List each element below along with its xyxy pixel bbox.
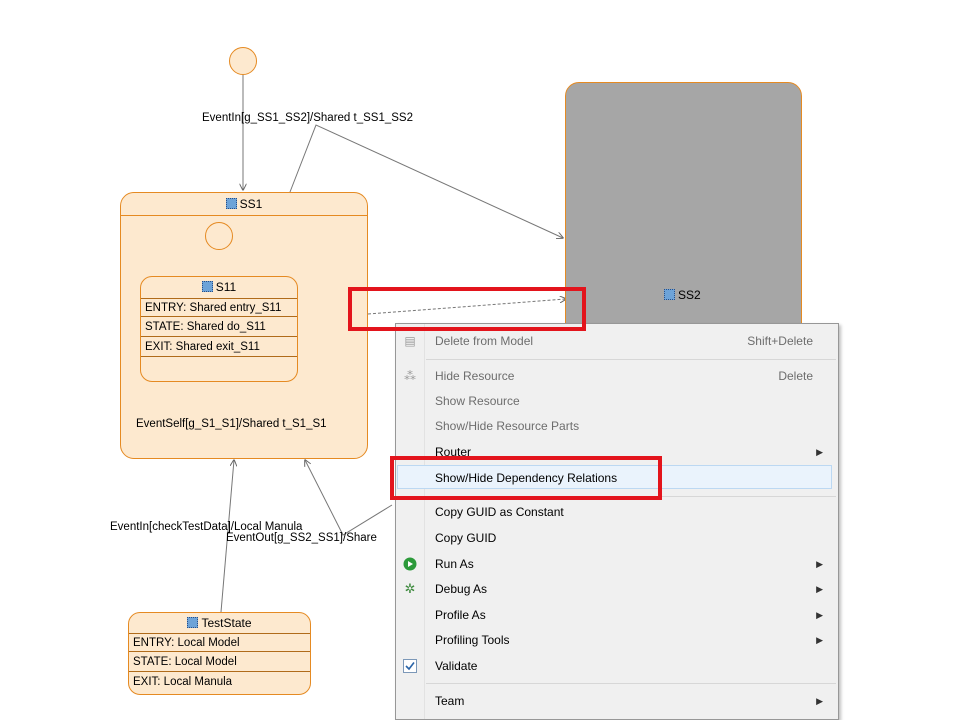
validate-check-icon — [403, 659, 417, 673]
highlight-box-menu-item — [390, 456, 662, 500]
menu-item-debug-as[interactable]: ✲ Debug As ▶ — [397, 577, 837, 601]
run-icon — [403, 557, 417, 571]
menu-separator — [426, 683, 836, 684]
menu-item-delete-from-model[interactable]: ▤ Delete from Model Shift+Delete — [404, 334, 813, 348]
s11-state-row: STATE: Shared do_S11 — [141, 318, 297, 337]
state-s11-title: S11 — [215, 280, 237, 294]
menu-separator — [426, 359, 836, 360]
menu-item-profiling-tools[interactable]: Profiling Tools ▶ — [397, 628, 837, 652]
menu-item-profile-as[interactable]: Profile As ▶ — [397, 603, 837, 627]
menu-item-copy-guid[interactable]: Copy GUID — [435, 531, 497, 545]
menu-item-show-resource[interactable]: Show Resource — [435, 394, 520, 408]
submenu-arrow-icon: ▶ — [816, 635, 823, 645]
teststate-entry-row: ENTRY: Local Model — [129, 633, 310, 652]
submenu-arrow-icon: ▶ — [816, 559, 823, 569]
state-ss2[interactable]: SS2 — [565, 82, 802, 342]
menu-item-router[interactable]: Router ▶ — [397, 440, 837, 464]
state-ss1-title: SS1 — [239, 197, 263, 211]
initial-pseudostate-inner[interactable] — [205, 222, 233, 250]
state-ss2-label: SS2 — [664, 288, 701, 302]
state-teststate-title: TestState — [201, 616, 252, 630]
menu-item-team[interactable]: Team ▶ — [397, 689, 837, 713]
menu-item-show-hide-resource-parts[interactable]: Show/Hide Resource Parts — [435, 419, 580, 433]
state-teststate[interactable]: TestState ENTRY: Local Model STATE: Loca… — [128, 612, 311, 695]
state-ss1-header: SS1 — [121, 193, 367, 216]
state-icon — [187, 617, 199, 628]
transition-label-init[interactable]: EventIn[g_SS1_SS2]/Shared t_SS1_SS2 — [202, 112, 413, 124]
submenu-arrow-icon: ▶ — [816, 584, 823, 594]
menu-item-copy-guid-as-constant[interactable]: Copy GUID as Constant — [435, 505, 564, 519]
state-ss2-title: SS2 — [678, 288, 701, 302]
transition-label-ss2-ss1[interactable]: EventOut[g_SS2_SS1]/Share — [226, 532, 377, 544]
state-teststate-header: TestState — [129, 613, 310, 633]
submenu-arrow-icon: ▶ — [816, 447, 823, 457]
menu-item-validate[interactable]: Validate — [397, 654, 837, 678]
s11-exit-row: EXIT: Shared exit_S11 — [141, 338, 297, 357]
menu-item-hide-resource[interactable]: ⁂ Hide Resource Delete — [404, 369, 813, 383]
dependency-relation-line — [367, 299, 566, 315]
transition-label-testdata[interactable]: EventIn[checkTestData]/Local Manula — [110, 521, 303, 533]
menu-item-show-hide-dependency-relations[interactable]: Show/Hide Dependency Relations — [397, 465, 832, 489]
submenu-arrow-icon: ▶ — [816, 610, 823, 620]
context-menu: ▤ Delete from Model Shift+Delete ⁂ Hide … — [395, 323, 839, 720]
transition-teststate-ss1 — [220, 460, 234, 613]
state-icon — [664, 289, 675, 300]
teststate-state-row: STATE: Local Model — [129, 653, 310, 672]
initial-pseudostate-top[interactable] — [229, 47, 257, 75]
transition-label-self[interactable]: EventSelf[g_S1_S1]/Shared t_S1_S1 — [136, 418, 327, 430]
submenu-arrow-icon: ▶ — [816, 696, 823, 706]
transition-ss2-ss1 — [305, 460, 393, 536]
teststate-exit-row: EXIT: Local Manula — [133, 676, 233, 688]
hide-resource-icon: ⁂ — [404, 369, 416, 383]
state-icon — [201, 281, 213, 292]
state-icon — [225, 198, 237, 209]
s11-entry-row: ENTRY: Shared entry_S11 — [141, 298, 297, 317]
menu-item-run-as[interactable]: Run As ▶ — [397, 552, 837, 576]
highlight-box-dependency-arrow — [348, 287, 586, 331]
context-menu-gutter — [396, 324, 425, 719]
debug-bug-icon: ✲ — [404, 581, 416, 596]
state-s11-header: S11 — [141, 277, 297, 298]
delete-model-icon: ▤ — [404, 334, 416, 348]
state-s11[interactable]: S11 ENTRY: Shared entry_S11 STATE: Share… — [140, 276, 298, 382]
transition-ss1-ss2 — [289, 124, 563, 238]
